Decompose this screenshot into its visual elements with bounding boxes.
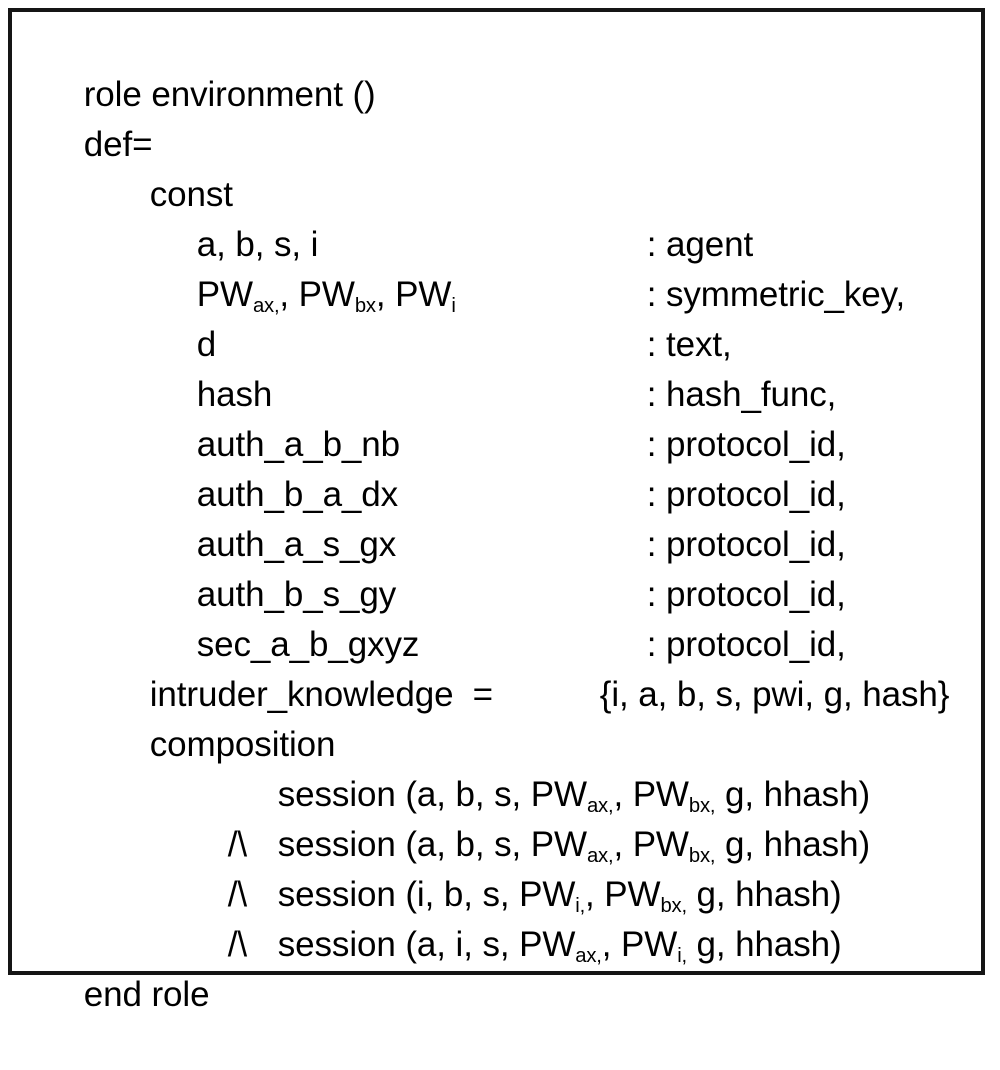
- code-line-session-4: /\session (a, i, s, PWax,, PWi, g, hhash…: [12, 870, 981, 967]
- subscript-ax: ax,: [586, 795, 614, 818]
- code-line-intruder-knowledge: intruder_knowledge = {i, a, b, s, pwi, g,…: [12, 620, 981, 714]
- session-call: session (i, b, s, PWi,, PWbx, g, hhash): [277, 875, 842, 918]
- subscript-ax: ax,: [252, 295, 280, 318]
- decl-identifier: sec_a_b_gxyz: [196, 625, 420, 664]
- decl-type: : protocol_id,: [646, 575, 846, 614]
- code-line-decl-auth-b-a-dx: auth_b_a_dx : protocol_id,: [12, 420, 981, 514]
- code-text: composition: [149, 725, 336, 764]
- decl-type: : protocol_id,: [646, 525, 846, 564]
- subscript-bx: bx,: [688, 845, 716, 868]
- intruder-knowledge-label: intruder_knowledge =: [149, 675, 494, 714]
- code-line-decl-passwords: PWax,, PWbx, PWi: symmetric_key,: [12, 220, 981, 317]
- session-call: session (a, b, s, PWax,, PWbx, g, hhash): [277, 825, 870, 868]
- token-pw: PW: [632, 825, 689, 864]
- code-line-session-3: /\session (i, b, s, PWi,, PWbx, g, hhash…: [12, 820, 981, 917]
- code-line-const: const: [12, 120, 981, 214]
- session-tail: g, hhash): [715, 775, 870, 814]
- code-line-decl-hash: hash : hash_func,: [12, 320, 981, 414]
- subscript-bx: bx,: [688, 795, 716, 818]
- session-call: session (a, b, s, PWax,, PWbx, g, hhash): [277, 775, 870, 818]
- decl-identifier: auth_a_b_nb: [196, 425, 401, 464]
- code-text: const: [149, 175, 233, 214]
- code-line-composition: composition: [12, 670, 981, 764]
- subscript-bx: bx: [354, 295, 376, 318]
- token-sep: ,: [601, 925, 621, 964]
- token-sep: ,: [279, 275, 299, 314]
- code-listing-frame: role environment () def= const a, b, s, …: [8, 8, 985, 1014]
- decl-identifier: auth_b_a_dx: [196, 475, 399, 514]
- subscript-ax: ax,: [575, 945, 602, 968]
- code-line-decl-d: d : text,: [12, 270, 981, 364]
- decl-type: : protocol_id,: [646, 475, 846, 514]
- token-sep: ,: [585, 875, 605, 914]
- conjunction-symbol: /\: [227, 825, 247, 864]
- code-line-decl-agents: a, b, s, i : agent: [12, 170, 981, 264]
- code-line-decl-auth-b-s-gy: auth_b_s_gy : protocol_id,: [12, 520, 981, 614]
- code-line-decl-auth-a-b-nb: auth_a_b_nb : protocol_id,: [12, 370, 981, 464]
- session-tail: g, hhash): [686, 925, 842, 964]
- session-tail: g, hhash): [715, 825, 870, 864]
- token-pw: PW: [519, 925, 576, 964]
- decl-identifier: hash: [196, 375, 273, 414]
- session-open: session (i, b, s,: [277, 875, 520, 914]
- decl-identifier: a, b, s, i: [196, 225, 319, 264]
- decl-type: : text,: [646, 325, 732, 364]
- conjunction-symbol: /\: [227, 925, 247, 964]
- code-text: end role: [83, 975, 210, 1014]
- decl-type: : hash_func,: [646, 375, 837, 414]
- decl-type: : protocol_id,: [646, 425, 846, 464]
- code-line-decl-auth-a-s-gx: auth_a_s_gx : protocol_id,: [12, 470, 981, 564]
- code-text: role environment (): [83, 75, 376, 114]
- token-pw: PW: [196, 275, 253, 314]
- session-open: session (a, b, s,: [277, 825, 531, 864]
- decl-identifier: auth_b_s_gy: [196, 575, 397, 614]
- code-line-role-environment: role environment (): [12, 20, 981, 114]
- token-pw: PW: [395, 275, 452, 314]
- token-pw: PW: [519, 875, 576, 914]
- token-pw: PW: [621, 925, 678, 964]
- token-sep: ,: [375, 275, 396, 314]
- decl-identifier: auth_a_s_gx: [196, 525, 397, 564]
- subscript-i: i,: [677, 945, 687, 968]
- code-line-session-1: session (a, b, s, PWax,, PWbx, g, hhash): [12, 720, 981, 817]
- decl-type: : protocol_id,: [646, 625, 846, 664]
- code-text: def=: [83, 125, 153, 164]
- token-pw: PW: [530, 825, 587, 864]
- session-open: session (a, b, s,: [277, 775, 531, 814]
- session-tail: g, hhash): [686, 875, 842, 914]
- code-line-end-role: end role: [12, 920, 981, 1014]
- code-line-session-2: /\session (a, b, s, PWax,, PWbx, g, hhas…: [12, 770, 981, 867]
- subscript-i: i,: [575, 895, 586, 918]
- subscript-bx: bx,: [660, 895, 687, 918]
- session-open: session (a, i, s,: [277, 925, 520, 964]
- code-listing-body: role environment () def= const a, b, s, …: [12, 12, 981, 1014]
- token-sep: ,: [613, 825, 633, 864]
- code-line-def: def=: [12, 70, 981, 164]
- token-sep: ,: [613, 775, 633, 814]
- conjunction-symbol: /\: [227, 875, 247, 914]
- token-pw: PW: [530, 775, 587, 814]
- subscript-ax: ax,: [586, 845, 614, 868]
- token-pw: PW: [604, 875, 661, 914]
- intruder-knowledge-value: {i, a, b, s, pwi, g, hash}: [599, 675, 950, 714]
- decl-identifier: d: [196, 325, 217, 364]
- decl-identifier: PWax,, PWbx, PWi: [197, 270, 647, 325]
- decl-type: : agent: [646, 225, 754, 264]
- session-call: session (a, i, s, PWax,, PWi, g, hhash): [277, 925, 842, 968]
- decl-type: : symmetric_key,: [646, 275, 906, 314]
- subscript-i: i: [451, 295, 456, 318]
- token-pw: PW: [632, 775, 689, 814]
- token-pw: PW: [298, 275, 355, 314]
- code-line-decl-sec-a-b-gxyz: sec_a_b_gxyz : protocol_id,: [12, 570, 981, 664]
